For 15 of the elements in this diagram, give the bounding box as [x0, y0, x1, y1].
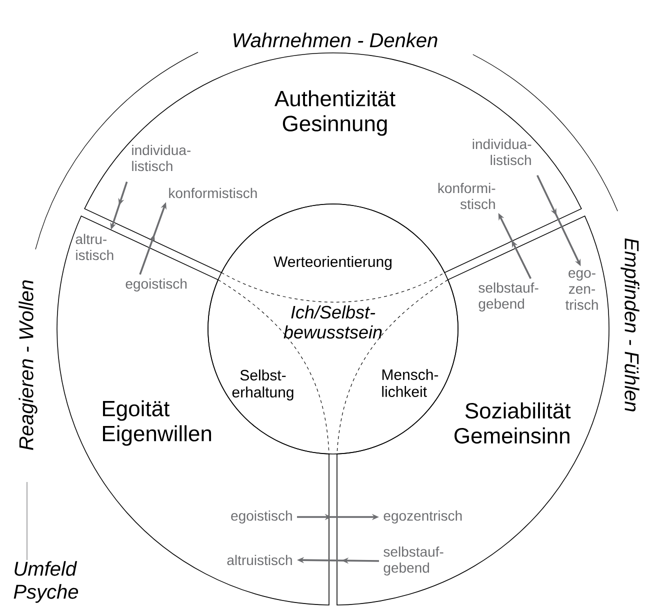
- word-label: ego- zen- trisch: [566, 270, 598, 310]
- word-label: individua- listisch: [472, 138, 532, 166]
- ring-label: Reagieren - Wollen: [18, 280, 38, 450]
- word-label: selbstauf- gebend: [478, 282, 538, 312]
- ring-label: Empfinden - Fühlen: [620, 238, 640, 412]
- ring-label: Wahrnehmen - Denken: [234, 32, 438, 48]
- word-label: altruistisch: [227, 554, 292, 566]
- word-label: egozentrisch: [384, 510, 462, 524]
- ring-label: Umfeld Psyche: [14, 561, 78, 603]
- word-label: konformistisch: [169, 188, 257, 198]
- word-label: individua- listisch: [132, 144, 190, 172]
- word-label: egoistisch: [126, 278, 187, 292]
- word-label: egoistisch: [231, 510, 292, 524]
- word-label: selbstauf- gebend: [384, 546, 444, 576]
- word-label: altru- istisch: [76, 234, 114, 260]
